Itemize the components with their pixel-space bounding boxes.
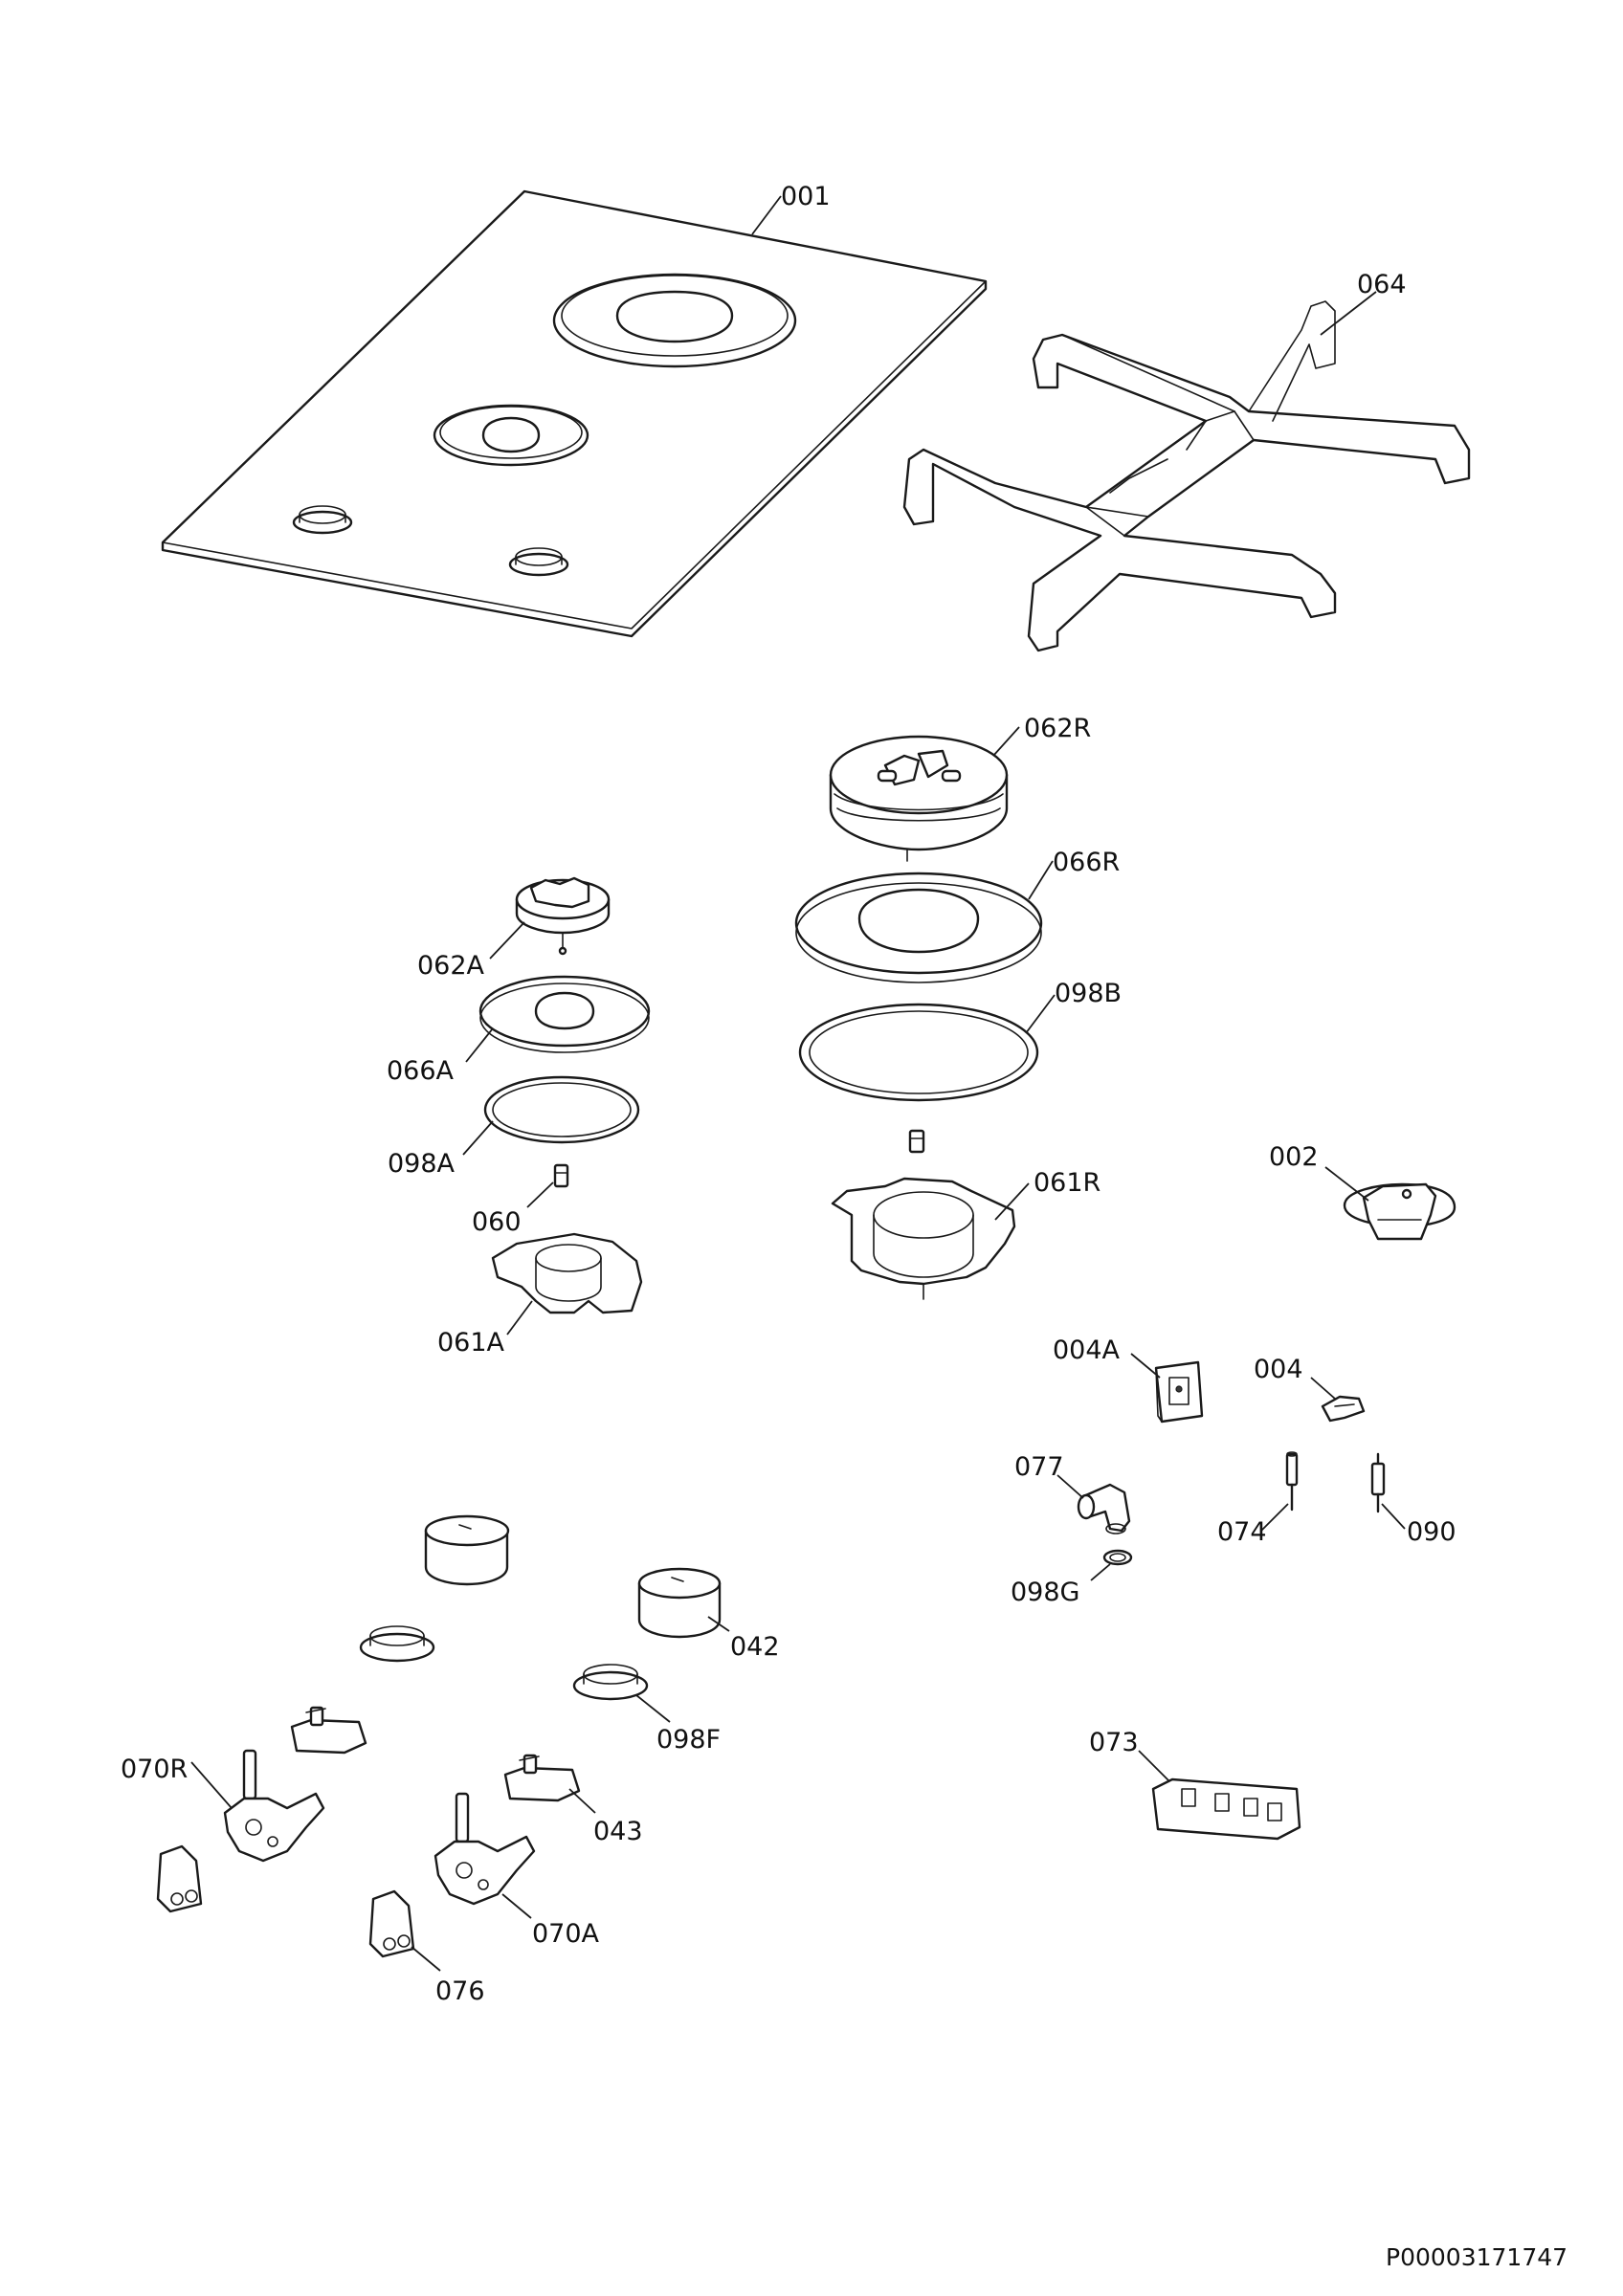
leader-070R xyxy=(190,1761,233,1809)
part-injector-large xyxy=(908,1129,925,1154)
callout-070R: 070R xyxy=(121,1755,188,1784)
document-number: P00003171747 xyxy=(1386,2243,1567,2271)
part-066A-burner-cap-small xyxy=(478,975,651,1053)
callout-002: 002 xyxy=(1269,1142,1319,1172)
callout-062A: 062A xyxy=(417,951,485,981)
part-077-gas-connector xyxy=(1077,1483,1131,1534)
callout-060: 060 xyxy=(472,1207,522,1237)
part-098G-seal-washer xyxy=(1102,1549,1133,1566)
leader-073 xyxy=(1138,1750,1170,1782)
leader-098A xyxy=(462,1120,494,1156)
part-002-ignition-unit xyxy=(1343,1182,1456,1241)
callout-004A: 004A xyxy=(1053,1336,1121,1365)
part-043-microswitch-2 xyxy=(503,1754,581,1802)
callout-042: 042 xyxy=(730,1632,780,1662)
leader-098B xyxy=(1025,994,1056,1034)
leader-098G xyxy=(1090,1563,1111,1581)
part-004-clip xyxy=(1321,1395,1366,1423)
leader-064 xyxy=(1320,291,1377,336)
part-098F-knob-seal-2 xyxy=(572,1664,649,1701)
part-062R-burner-head-large xyxy=(829,735,1009,862)
leader-061A xyxy=(506,1300,533,1336)
callout-061R: 061R xyxy=(1034,1168,1101,1198)
callout-077: 077 xyxy=(1014,1452,1064,1482)
callout-098B: 098B xyxy=(1055,979,1122,1008)
part-061R-burner-base-large xyxy=(831,1177,1016,1300)
part-001-hob-glass-top xyxy=(161,189,988,638)
callout-098A: 098A xyxy=(388,1149,456,1179)
part-042-control-knob-2 xyxy=(637,1567,722,1639)
leader-062R xyxy=(992,726,1020,757)
callout-064: 064 xyxy=(1357,270,1407,299)
callout-074: 074 xyxy=(1217,1517,1267,1547)
callout-062R: 062R xyxy=(1024,714,1091,743)
leader-062A xyxy=(489,921,525,960)
leader-001 xyxy=(751,195,782,235)
part-062A-burner-head-small xyxy=(515,876,611,956)
leader-042 xyxy=(707,1616,730,1632)
leader-066A xyxy=(465,1027,494,1063)
leader-lines xyxy=(190,195,1406,1972)
leader-074 xyxy=(1260,1503,1289,1532)
part-061A-burner-base-small xyxy=(491,1232,643,1314)
part-076-valve-clip-2 xyxy=(368,1889,415,1958)
leader-061R xyxy=(994,1182,1030,1221)
part-073-ignition-generator xyxy=(1151,1777,1301,1841)
leader-098F xyxy=(635,1694,671,1723)
callout-001: 001 xyxy=(781,182,831,211)
callout-066R: 066R xyxy=(1053,848,1120,877)
leader-060 xyxy=(526,1181,554,1208)
leader-002 xyxy=(1324,1166,1369,1202)
part-098A-seal-small xyxy=(483,1075,640,1144)
leader-090 xyxy=(1381,1503,1406,1530)
part-060-injector-small xyxy=(553,1163,569,1188)
callout-076: 076 xyxy=(435,1976,485,2006)
part-090-ignition-electrode xyxy=(1370,1452,1386,1513)
leader-066R xyxy=(1028,860,1054,900)
part-074-thermocouple xyxy=(1285,1451,1299,1512)
part-070A-gas-valve xyxy=(434,1792,536,1906)
leader-077 xyxy=(1056,1474,1084,1499)
part-098F-knob-seal-1 xyxy=(359,1625,435,1663)
callout-098G: 098G xyxy=(1011,1578,1079,1607)
callout-073: 073 xyxy=(1089,1728,1139,1757)
part-076-valve-clip-1 xyxy=(156,1844,203,1913)
part-064-pan-support xyxy=(902,300,1471,652)
callout-061A: 061A xyxy=(437,1328,505,1358)
callout-labels: 001 064 062R 066R 098B 061R 062A 066A 09… xyxy=(121,182,1456,2006)
part-098B-seal-large xyxy=(798,1003,1039,1102)
part-070R-gas-valve xyxy=(223,1749,325,1863)
part-004A-bracket xyxy=(1154,1360,1204,1424)
part-066R-burner-cap-large xyxy=(794,872,1043,983)
callout-070A: 070A xyxy=(532,1919,600,1949)
part-042-control-knob-1 xyxy=(424,1514,510,1586)
leader-070A xyxy=(501,1893,532,1919)
callout-090: 090 xyxy=(1407,1517,1456,1547)
leader-076 xyxy=(411,1946,441,1972)
callout-098F: 098F xyxy=(656,1725,721,1755)
callout-066A: 066A xyxy=(387,1056,455,1086)
leader-004A xyxy=(1130,1353,1161,1379)
leader-043 xyxy=(568,1788,596,1814)
callout-004: 004 xyxy=(1254,1355,1303,1384)
callout-043: 043 xyxy=(593,1817,643,1846)
leader-004 xyxy=(1310,1377,1336,1400)
part-043-microswitch-1 xyxy=(290,1706,367,1755)
